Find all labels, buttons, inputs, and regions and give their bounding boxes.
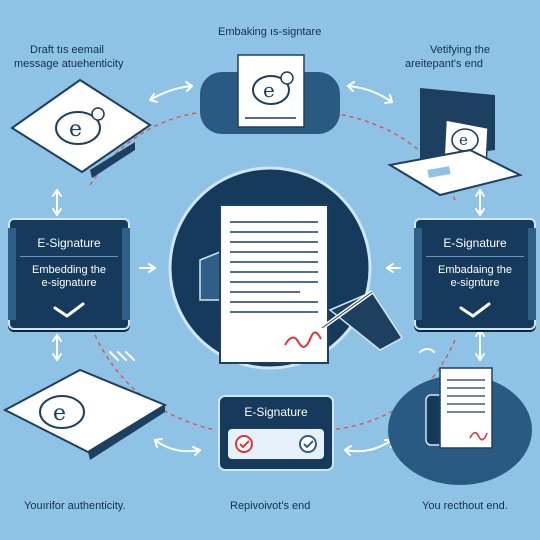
e-signature-stamp-icon: e [55,107,105,145]
left-panel-subtitle-2: e-signature [41,277,97,289]
right-signature-panel: E-Signature Embadaing the e-signture [414,218,536,330]
svg-text:e: e [53,401,66,426]
label-bottom-center: Repivoivot's end [230,500,311,512]
card-title: E-Signature [244,405,308,419]
red-check-icon [235,435,253,453]
panel-rail [528,228,536,320]
left-panel-title: E-Signature [37,236,101,250]
left-panel-subtitle-1: Embedding the [32,264,106,276]
svg-text:e: e [69,117,82,142]
label-top-center: Embaking ıs-signtare [218,26,322,38]
left-signature-panel: E-Signature Embedding the e-signature [8,218,130,330]
panel-rail [8,228,16,320]
svg-text:e: e [263,78,275,102]
card-status-bar [228,429,324,459]
stamp-paper [237,54,305,128]
panel-rail [122,228,130,320]
checkmark-icon [53,302,85,318]
svg-text:e: e [459,131,468,149]
label-top-right-line2: areitepant's end [405,58,483,70]
right-panel-subtitle-1: Embadaing the [438,264,512,276]
card-status-icons [235,435,317,453]
label-top-right-line1: Vetifying the [430,44,490,56]
right-panel-title: E-Signature [443,236,507,250]
e-signature-stamp-icon: e [39,395,85,429]
blue-check-icon [299,435,317,453]
label-top-left-line2: message atuehenticity [14,58,124,70]
bottom-signature-card: E-Signature [218,395,334,471]
label-bottom-left: Youırifor authenticity. [24,500,126,512]
checkmark-icon [459,302,491,318]
e-signature-stamp-icon: e [252,71,294,105]
red-signature [284,331,322,348]
panel-divider [20,256,118,257]
panel-rail [414,228,422,320]
e-signature-stamp-icon: e [451,128,479,152]
pen-hand-icon [320,290,404,351]
label-top-left-line1: Draft tıs eemail [30,44,104,56]
panel-divider [426,256,524,257]
label-bottom-right: You recthout end. [422,500,508,512]
right-panel-subtitle-2: e-signture [450,277,500,289]
